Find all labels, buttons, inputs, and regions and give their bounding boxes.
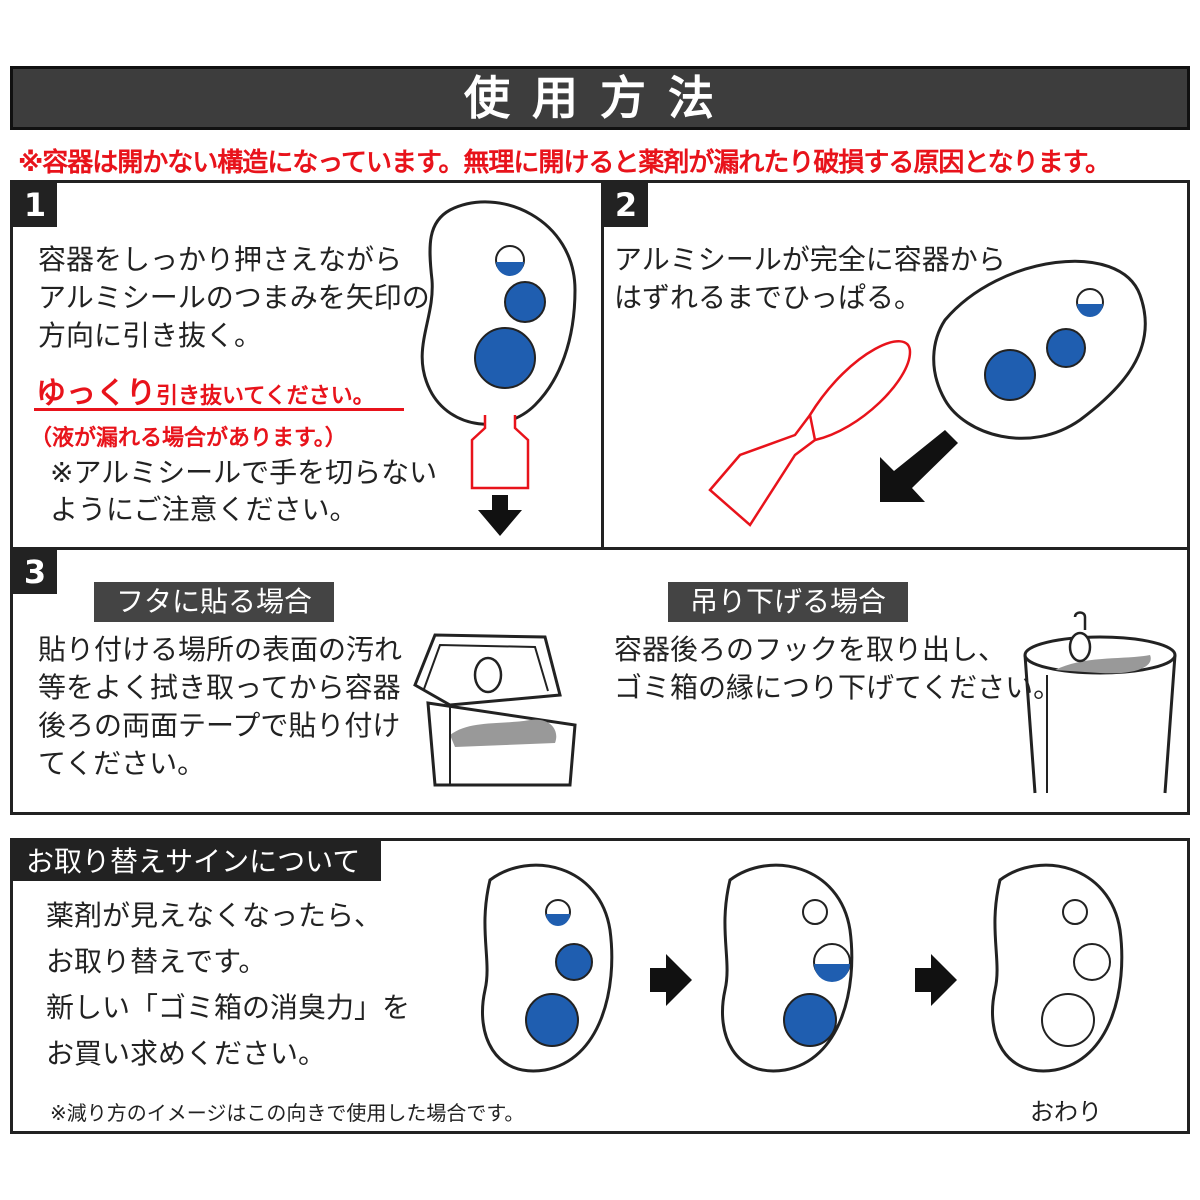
arrow-down-icon [478, 495, 522, 536]
dot-medium-icon [555, 943, 593, 981]
lid-line-4: てください。 [38, 747, 206, 780]
replace-line-3: 新しい「ゴミ箱の消臭力」を [46, 991, 411, 1024]
dot-small-icon [802, 899, 828, 925]
emphasis-small: 引き抜いてください。 [156, 384, 375, 409]
arrow-down-left-icon [880, 430, 958, 502]
replace-line-1: 薬剤が見えなくなったら、 [46, 899, 383, 932]
step1-note-1: ※アルミシールで手を切らない [50, 456, 438, 489]
end-label: おわり [1030, 1098, 1102, 1126]
step2-line-2: はずれるまでひっぱる。 [614, 281, 923, 314]
hang-line-1: 容器後ろのフックを取り出し、 [614, 633, 1007, 666]
step2-number: 2 [604, 183, 648, 227]
dot-large-icon [984, 349, 1036, 401]
lid-line-1: 貼り付ける場所の表面の汚れ [38, 633, 403, 666]
replace-panel [10, 838, 1190, 1134]
replace-line-2: お取り替えです。 [46, 945, 267, 978]
step1-container-illustration [420, 200, 577, 536]
replace-heading [13, 841, 381, 881]
replace-note: ※減り方のイメージはこの向きで使用した場合です。 [50, 1101, 525, 1125]
trash-hang-illustration [1023, 611, 1177, 794]
page-title: 使用方法 [10, 66, 1190, 130]
hang-line-2: ゴミ箱の縁につり下げてください。 [614, 671, 1062, 704]
dot-large-icon [1041, 993, 1095, 1047]
step1-line-2: アルミシールのつまみを矢印の [38, 281, 430, 314]
lid-line-3: 後ろの両面テープで貼り付け [38, 709, 401, 742]
step1-line-3: 方向に引き抜く。 [38, 319, 263, 352]
emphasis-underline [34, 408, 404, 411]
replace-heading-text: お取り替えサインについて [26, 845, 361, 878]
step1-emphasis: ゆっくり引き抜いてください。 [36, 368, 375, 412]
step1-line-1: 容器をしっかり押さえながら [38, 243, 403, 276]
step2-illustration [708, 259, 1147, 527]
container-icon [1068, 631, 1092, 663]
step2-line-1: アルミシールが完全に容器から [614, 243, 1006, 276]
emphasis-big: ゆっくり [36, 376, 156, 411]
lid-line-2: 等をよく拭き取ってから容器 [38, 671, 401, 704]
warning-text: ※容器は開かない構造になっています。無理に開けると薬剤が漏れたり破損する原因とな… [18, 148, 1111, 178]
lid-label: フタに貼る場合 [94, 582, 335, 622]
hang-label: 吊り下げる場合 [668, 582, 909, 622]
arrow-right-icon [915, 954, 957, 1006]
dot-medium-icon [1073, 943, 1111, 981]
replace-line-4: お買い求めください。 [46, 1037, 327, 1070]
dot-large-icon [474, 327, 536, 389]
step3-number: 3 [13, 550, 57, 594]
dot-large-icon [783, 993, 837, 1047]
step1-note-2: ようにご注意ください。 [50, 493, 358, 526]
dot-small-icon [1062, 899, 1088, 925]
container-icon [473, 656, 503, 694]
dot-medium-icon [1046, 328, 1086, 368]
dot-large-icon [525, 993, 579, 1047]
arrow-right-icon [650, 954, 692, 1006]
dot-medium-icon [504, 281, 546, 323]
step1-caution: （液が漏れる場合があります。） [30, 426, 347, 451]
replace-sign-sequence [481, 863, 1124, 1073]
step3-panel [10, 547, 1190, 815]
trash-lid-illustration [413, 633, 577, 787]
step1-number: 1 [13, 183, 57, 227]
